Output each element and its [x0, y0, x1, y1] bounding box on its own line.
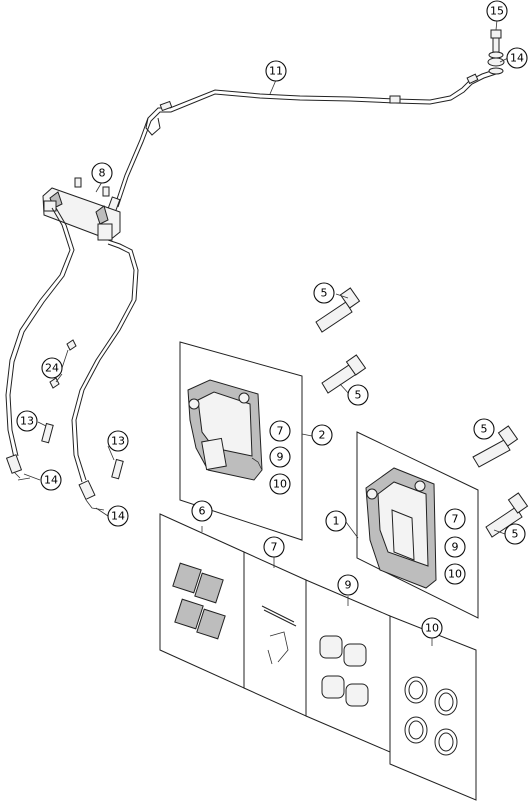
caliper-box-left — [179, 341, 303, 541]
bolt-2 — [321, 354, 367, 394]
callout-5-c: 5 — [473, 418, 495, 440]
callout-2: 2 — [311, 424, 333, 446]
callout-15: 15 — [486, 0, 508, 22]
callout-label: 9 — [452, 541, 459, 554]
callout-label: 7 — [452, 513, 459, 526]
callout-label: 8 — [99, 167, 106, 180]
callout-7-c: 7 — [263, 536, 285, 558]
callout-5-b: 5 — [347, 384, 369, 406]
callout-label: 1 — [333, 515, 340, 528]
callout-label: 9 — [345, 579, 352, 592]
brake-line-distributor — [42, 177, 121, 241]
bolt-1 — [315, 287, 361, 333]
bolt-3 — [472, 425, 519, 468]
top-banjo-fitting — [487, 29, 505, 75]
callout-label: 9 — [277, 451, 284, 464]
callout-label: 5 — [512, 528, 519, 541]
kit-box-pistons — [305, 579, 391, 753]
callout-label: 13 — [20, 415, 34, 428]
callout-1: 1 — [325, 510, 347, 532]
fitting-left — [41, 422, 54, 444]
callout-10-b: 10 — [444, 563, 466, 585]
bolt-4 — [485, 492, 529, 538]
callout-11: 11 — [265, 60, 287, 82]
callout-label: 7 — [277, 425, 284, 438]
callout-label: 24 — [45, 362, 59, 375]
callout-label: 2 — [319, 429, 326, 442]
callout-5-d: 5 — [504, 523, 526, 545]
callout-9-c: 9 — [337, 574, 359, 596]
callout-label: 13 — [111, 435, 125, 448]
left-hose-2 — [71, 239, 139, 511]
callout-6: 6 — [191, 500, 213, 522]
callout-label: 10 — [273, 478, 287, 491]
kit-box-pads — [159, 513, 245, 689]
callout-24: 24 — [41, 357, 63, 379]
callout-label: 6 — [199, 505, 206, 518]
callout-label: 14 — [111, 510, 125, 523]
callout-7-a: 7 — [269, 420, 291, 442]
fitting-right — [111, 458, 124, 480]
callout-label: 14 — [44, 474, 58, 487]
callout-8: 8 — [91, 162, 113, 184]
callout-5-a: 5 — [313, 282, 335, 304]
callout-10-c: 10 — [421, 617, 443, 639]
caliper-box-right — [356, 431, 479, 619]
callout-9-b: 9 — [444, 536, 466, 558]
callout-14-top: 14 — [506, 47, 528, 69]
callout-13-a: 13 — [16, 410, 38, 432]
callout-14-b: 14 — [107, 505, 129, 527]
callout-label: 5 — [321, 287, 328, 300]
callout-label: 10 — [425, 622, 439, 635]
callout-13-b: 13 — [107, 430, 129, 452]
callout-label: 10 — [448, 568, 462, 581]
callout-7-b: 7 — [444, 508, 466, 530]
kit-box-seals — [389, 615, 477, 801]
callout-label: 15 — [490, 5, 504, 18]
callout-label: 7 — [271, 541, 278, 554]
callout-10-a: 10 — [269, 473, 291, 495]
callout-label: 5 — [481, 423, 488, 436]
kit-box-pins — [243, 551, 307, 717]
main-brake-line — [107, 69, 497, 212]
callout-9-a: 9 — [269, 446, 291, 468]
callout-label: 5 — [355, 389, 362, 402]
callout-14-a: 14 — [40, 469, 62, 491]
callout-label: 14 — [510, 52, 524, 65]
left-hose-1 — [5, 207, 75, 481]
callout-label: 11 — [269, 65, 283, 78]
